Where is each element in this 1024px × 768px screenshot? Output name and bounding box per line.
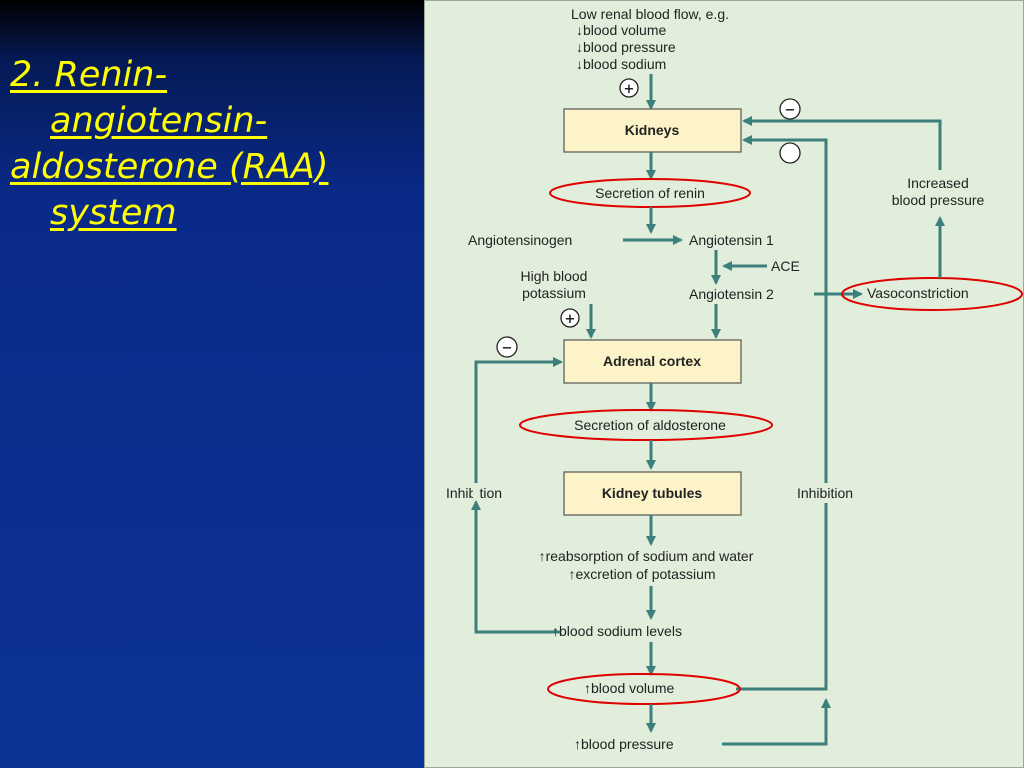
renin-secretion-label: Secretion of renin [595,185,705,201]
inhibition-right-bg [780,483,870,503]
ace-label: ACE [771,258,800,274]
low-flow-label: Low renal blood flow, e.g. [571,6,729,22]
kidney-tubules-label: Kidney tubules [602,485,703,501]
aldosterone-secretion-label: Secretion of aldosterone [574,417,726,433]
stimulation-circle-1 [619,78,639,98]
title-line-1: 2. Renin- [10,55,168,95]
vasoconstriction-label: Vasoconstriction [867,285,969,301]
minus-sign-2: − [502,341,513,356]
blood-pressure-label: ↑blood pressure [574,736,674,752]
sodium-levels-label: ↑blood sodium levels [552,623,682,639]
excretion-label: ↑excretion of potassium [568,566,715,582]
slide-title: 2. Renin- angiotensin- aldosterone (RAA)… [10,52,420,236]
bp-feedback-arrow [742,116,942,170]
volume-feedback-arrow [736,135,828,691]
inhibition-right-label: Inhibition [797,485,853,501]
increased-bp-label-2: blood pressure [892,192,985,208]
high-potassium-label-1: High blood [521,268,588,284]
reabsorption-label: ↑reabsorption of sodium and water [539,548,754,564]
blood-volume-highlight-oval [547,673,741,705]
high-potassium-label-2: potassium [522,285,586,301]
kidney-tubules-box [563,471,742,516]
title-line-3: aldosterone (RAA) [10,147,329,187]
plus-sign-1: + [624,82,635,97]
low-pressure-label: ↓blood pressure [576,39,676,55]
inhibition-circle-adrenal [496,336,518,358]
plus-sign-2: + [565,312,576,327]
minus-sign-1: − [785,103,796,118]
vasoconstriction-highlight-oval [841,277,1023,311]
adrenal-cortex-box [563,339,742,384]
pressure-feedback-arrow [722,698,831,746]
diagram-canvas: Low renal blood flow, e.g. ↓blood volume… [424,0,1024,768]
angiotensin2-label: Angiotensin 2 [689,286,774,302]
angiotensin1-label: Angiotensin 1 [689,232,774,248]
angiotensinogen-label: Angiotensinogen [468,232,572,248]
raa-flow-diagram: Low renal blood flow, e.g. ↓blood volume… [424,0,1024,768]
adrenal-cortex-label: Adrenal cortex [603,353,701,369]
kidneys-label: Kidneys [625,122,680,138]
title-line-2: angiotensin- [50,101,268,141]
blood-volume-label: ↑blood volume [584,680,674,696]
stimulation-circle-2 [560,308,580,328]
low-volume-label: ↓blood volume [576,22,666,38]
inhibition-circle-kidneys [779,98,801,120]
aldosterone-highlight-oval [519,409,773,441]
low-sodium-label: ↓blood sodium [576,56,666,72]
increased-bp-label-1: Increased [907,175,968,191]
stimulation-circle-kidneys [779,142,801,164]
title-line-4: system [50,193,177,233]
